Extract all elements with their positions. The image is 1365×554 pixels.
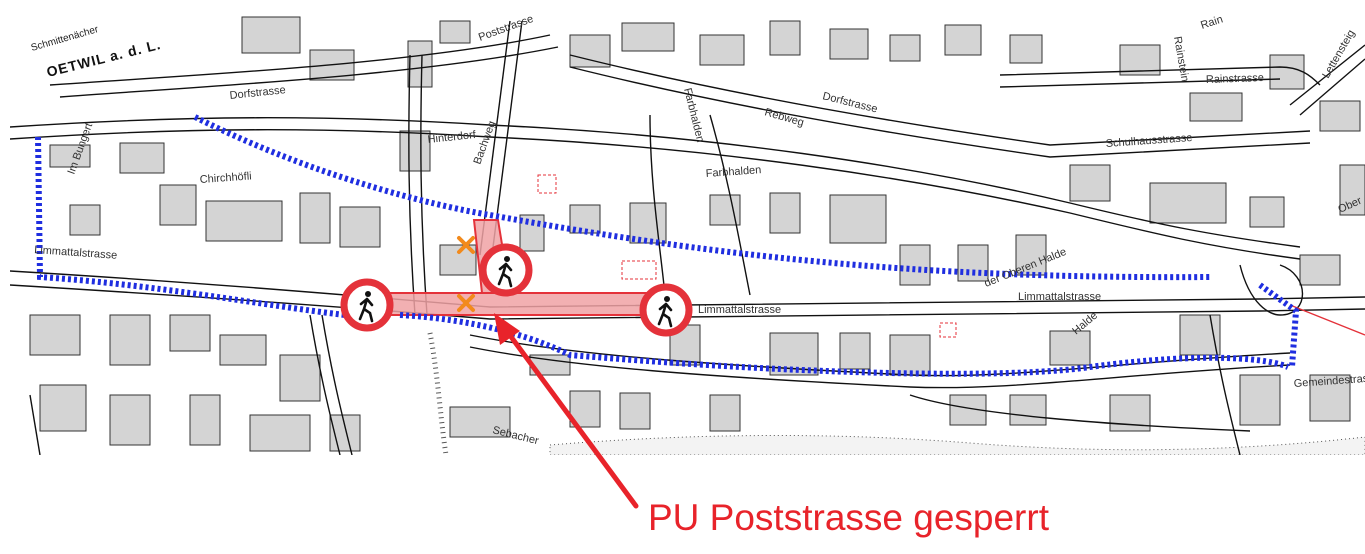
street-label: Limmattalstrasse: [34, 244, 118, 262]
street-label: Gemeindestrasse: [1293, 372, 1365, 390]
construction-markers: [537, 174, 957, 338]
pedestrian-prohibited-icon: [639, 283, 693, 337]
detour-south-segment: [399, 312, 1290, 377]
cross-icon: [457, 294, 475, 312]
detour-east-segment: [1258, 282, 1300, 368]
street-label: Limmattalstrasse: [698, 304, 781, 316]
detour-west-segment: [35, 136, 346, 318]
street-label: Chirchhöfli: [199, 170, 252, 186]
callout-text: PU Poststrasse gesperrt: [648, 497, 1049, 538]
pedestrian-prohibited-icon: [479, 243, 533, 297]
creek-band: [427, 332, 1365, 455]
map-canvas: Schmittenächer OETWIL a. d. L. Dorfstras…: [10, 15, 1365, 455]
street-label: Hinterdorf: [427, 129, 477, 146]
street-label: Dorfstrasse: [229, 84, 286, 102]
street-label: Farbhalden: [705, 164, 761, 180]
detour-route: [35, 114, 1300, 377]
map-panel: Schmittenächer OETWIL a. d. L. Dorfstras…: [10, 15, 1365, 455]
detour-north-segment: [193, 114, 1211, 281]
cross-icon: [457, 236, 475, 254]
closure-crosses: [457, 236, 475, 312]
street-label: Limmattalstrasse: [1018, 291, 1101, 303]
street-label: Rainstrasse: [1206, 72, 1264, 86]
pedestrian-prohibited-icon: [340, 278, 394, 332]
